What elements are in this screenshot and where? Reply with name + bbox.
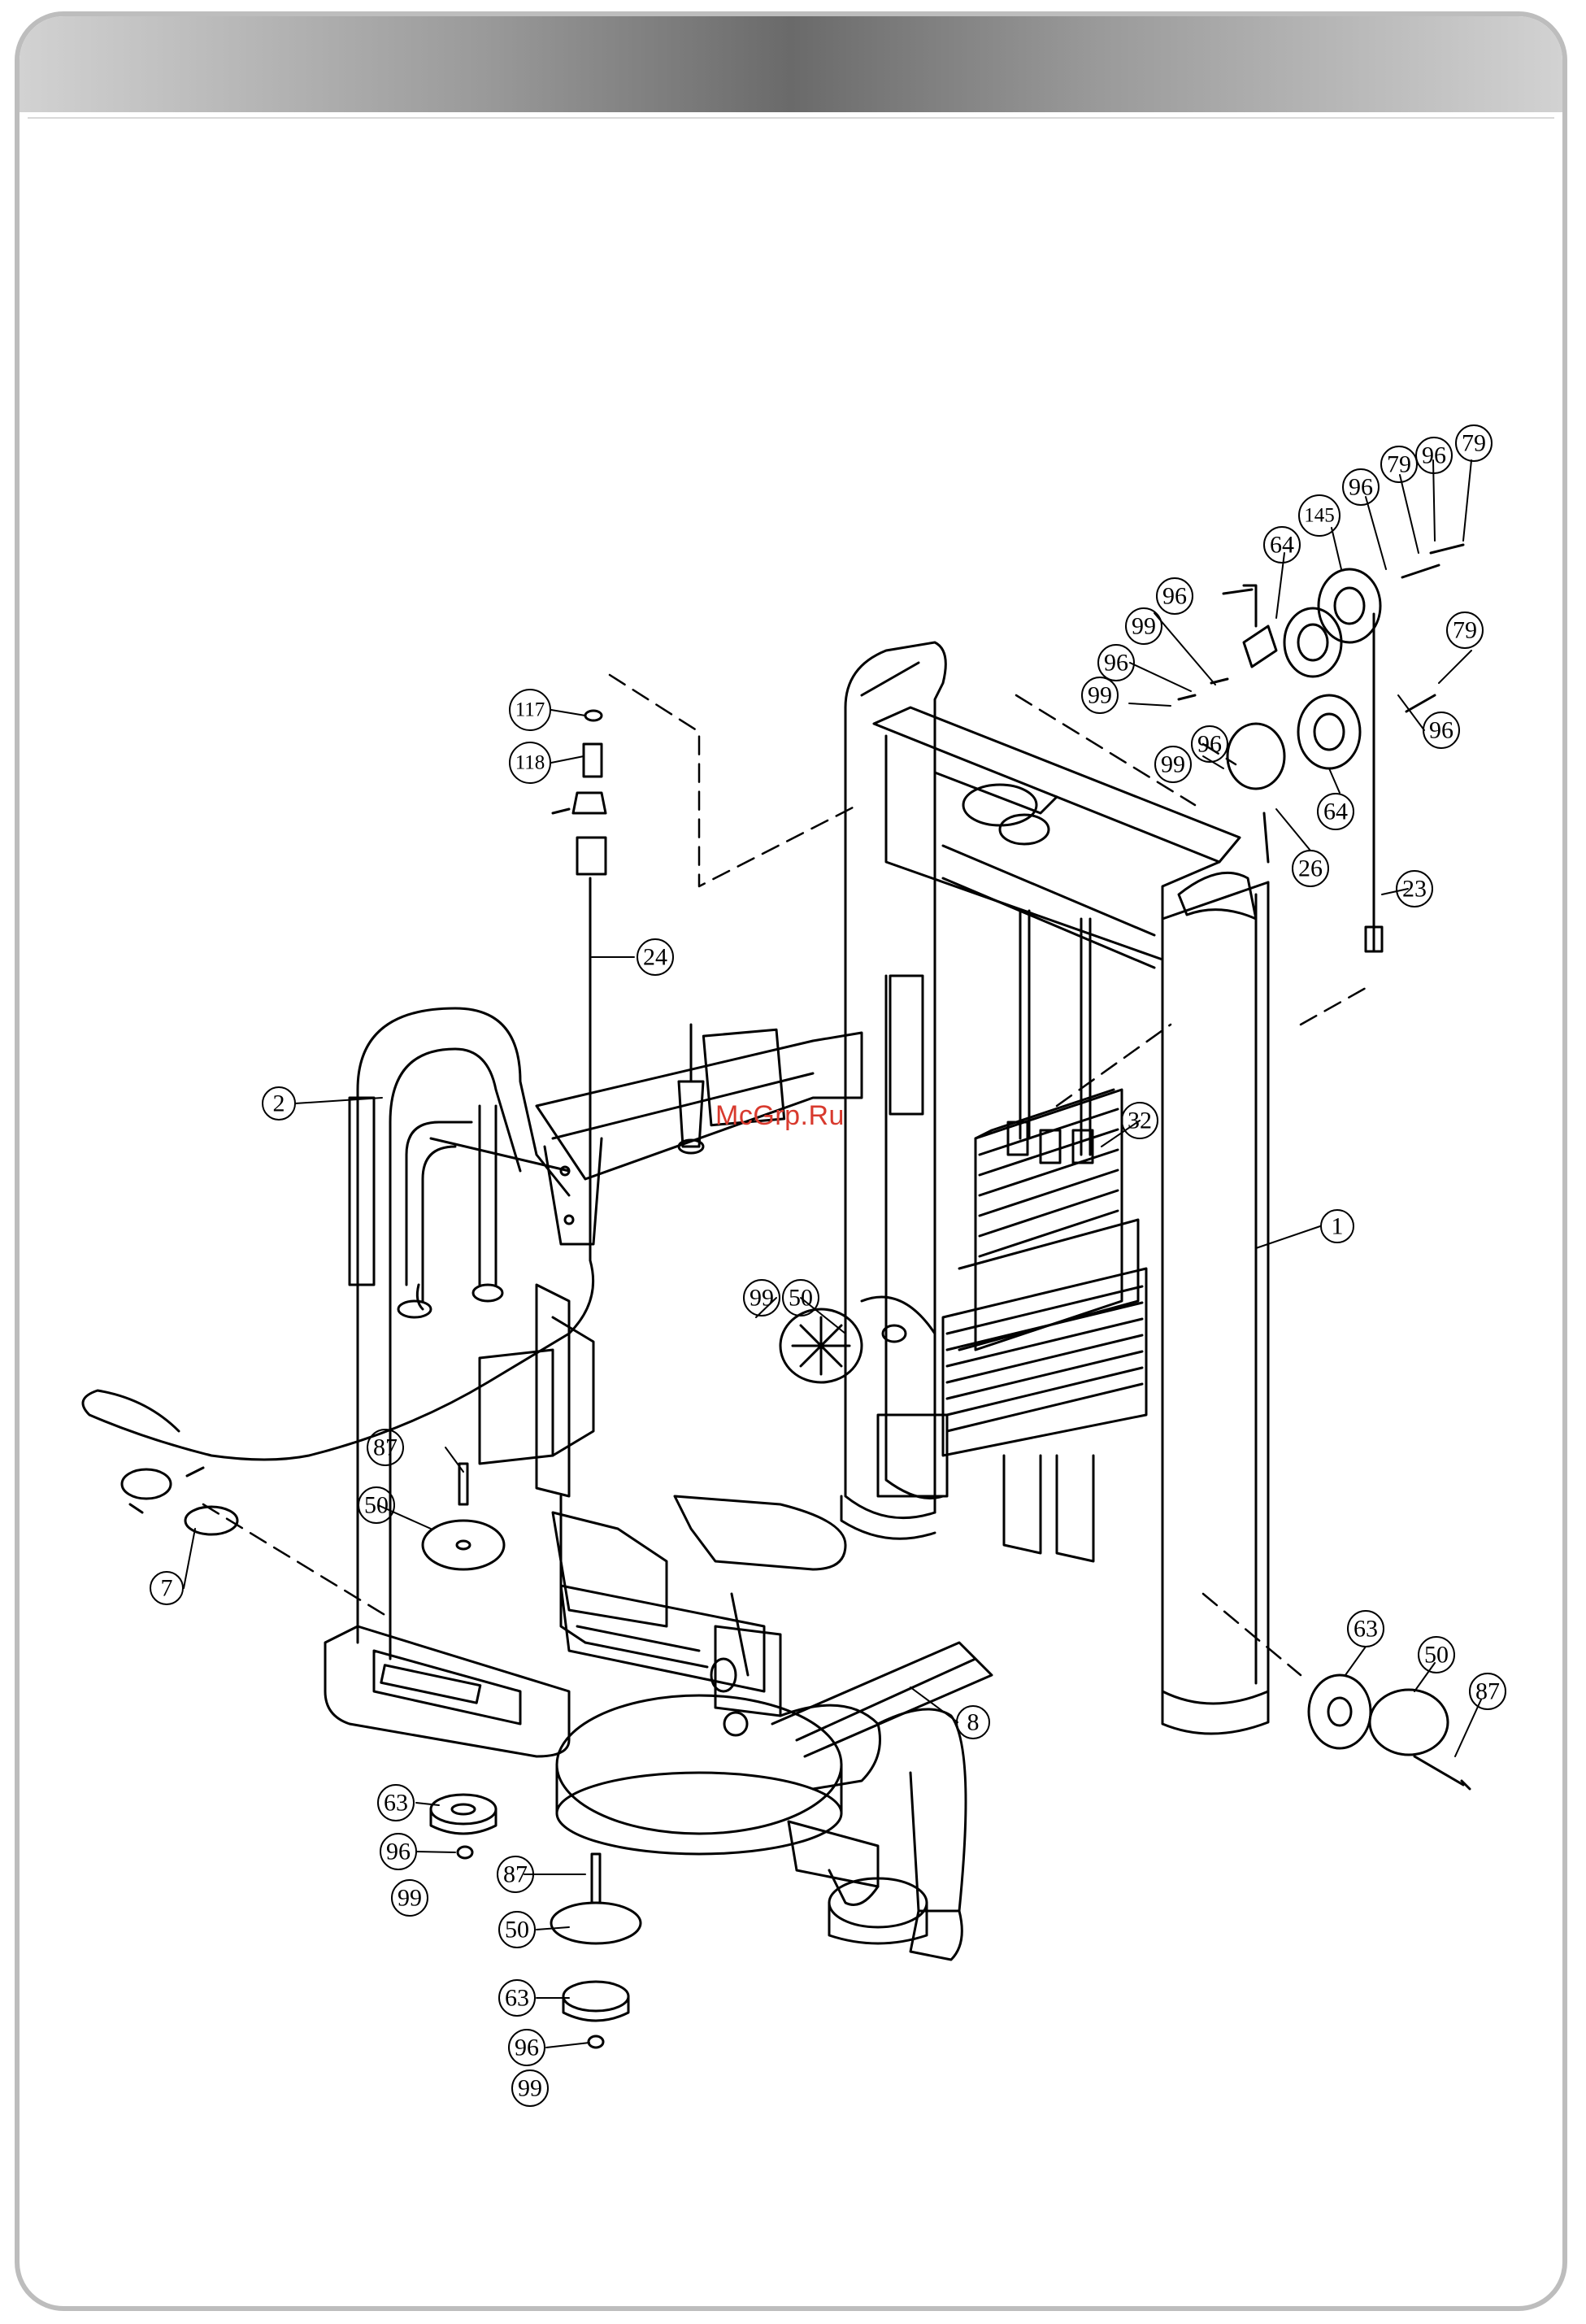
callout-99b-text: 99 [398, 1885, 422, 1912]
left-upright-frame [841, 642, 945, 1538]
callout-99c-text: 99 [518, 2075, 542, 2102]
callout-64b-text: 64 [1323, 799, 1348, 825]
callout-7-text: 7 [161, 1575, 173, 1602]
cable-24 [83, 878, 593, 1460]
callout-8-text: 8 [967, 1709, 980, 1736]
callout-87a-text: 87 [373, 1434, 398, 1461]
callout-79a-text: 79 [1387, 451, 1411, 478]
callout-26-text: 26 [1298, 855, 1323, 882]
right-upright-frame [1162, 882, 1268, 1734]
callout-96g-text: 96 [1422, 442, 1446, 469]
callout-63c-text: 63 [1354, 1616, 1378, 1643]
callout-145-text: 145 [1304, 505, 1335, 527]
callout-96h-text: 96 [1429, 717, 1453, 744]
callout-96d-text: 96 [1104, 650, 1128, 677]
callout-96f-text: 96 [1349, 474, 1373, 501]
dashed-assembly-lines [203, 675, 1366, 1675]
top-pulley-assembly [1179, 545, 1463, 862]
callout-99d-text: 99 [1132, 613, 1156, 640]
callout-79b-text: 79 [1462, 430, 1486, 457]
callout-79c-text: 79 [1453, 617, 1477, 644]
callout-2-text: 2 [273, 1090, 285, 1117]
callout-leaders [184, 460, 1481, 2048]
weight-stack [943, 911, 1146, 1561]
lower-pulley-stacks [431, 1795, 641, 2048]
seat-pad-assembly [480, 1285, 845, 1716]
callout-96c-text: 96 [1162, 583, 1187, 610]
callout-99f-text: 99 [1161, 751, 1185, 778]
callout-64a-text: 64 [1270, 532, 1294, 559]
callout-63b-text: 63 [505, 1985, 529, 2012]
callout-63a-text: 63 [384, 1790, 408, 1817]
callout-50b-text: 50 [789, 1285, 813, 1312]
callout-99a-text: 99 [750, 1285, 774, 1312]
cable-23 [1366, 614, 1382, 951]
callout-24-text: 24 [643, 944, 667, 971]
rear-frame-pad [878, 976, 947, 1499]
callout-87b-text: 87 [503, 1861, 528, 1888]
callout-1-text: 1 [1332, 1213, 1344, 1240]
callout-50c-text: 50 [505, 1917, 529, 1943]
callout-99e-text: 99 [1088, 682, 1112, 709]
callout-87c-text: 87 [1475, 1678, 1500, 1705]
callout-circles: 117 118 24 2 7 87 50 99 50 63 96 99 87 5… [150, 425, 1506, 2106]
callout-50a-text: 50 [364, 1492, 389, 1519]
callout-32-text: 32 [1128, 1108, 1152, 1134]
callout-23-text: 23 [1402, 876, 1427, 903]
watermark-text: McGrp.Ru [715, 1100, 845, 1132]
callout-117-text: 117 [515, 699, 545, 721]
right-pulley-stack [1309, 1675, 1470, 1789]
foot-plate [325, 1626, 569, 1756]
callout-118-text: 118 [515, 752, 545, 774]
upper-rotary-arm [537, 1025, 862, 1244]
callout-50d-text: 50 [1424, 1642, 1449, 1669]
callout-96e-text: 96 [1197, 731, 1222, 758]
base-rotary-plate [557, 1643, 992, 1960]
callout-96b-text: 96 [515, 2035, 539, 2061]
callout-96a-text: 96 [386, 1839, 411, 1865]
